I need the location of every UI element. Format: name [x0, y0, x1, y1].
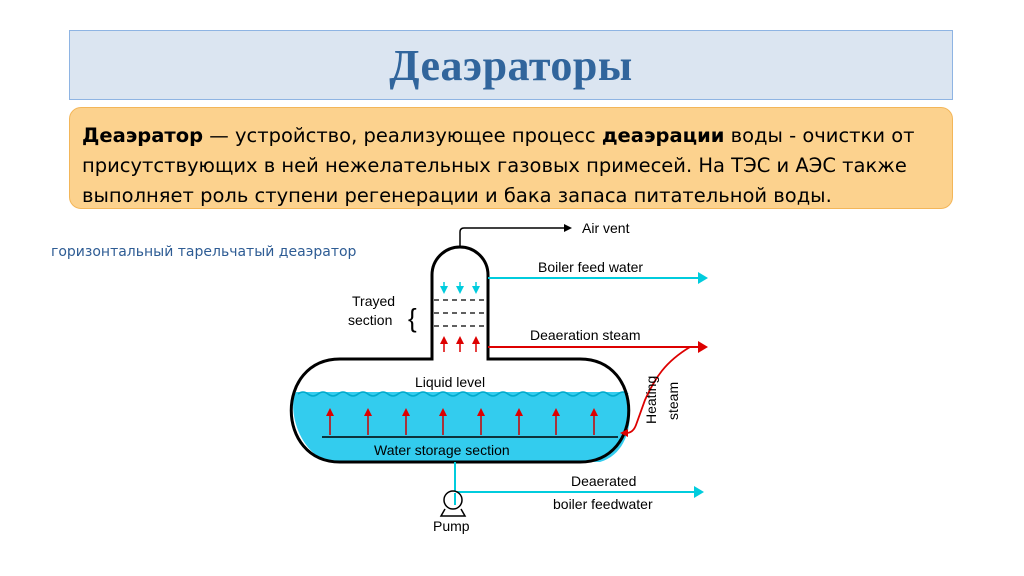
diagram-caption: горизонтальный тарельчатый деаэратор	[51, 244, 357, 260]
trayed-label-2: section	[348, 312, 392, 328]
liquid-level-label: Liquid level	[415, 374, 485, 390]
title-banner: Деаэраторы	[69, 30, 953, 100]
deaerated-label-1: Deaerated	[571, 473, 636, 489]
deaeration-steam-arrowhead	[698, 341, 708, 353]
water-storage-label: Water storage section	[374, 442, 510, 458]
definition-part1: — устройство, реализующее процесс	[203, 124, 602, 147]
definition-process: деаэрации	[601, 124, 725, 147]
heating-steam-pipe	[620, 346, 691, 437]
trayed-brace: {	[408, 303, 417, 333]
column-steam-arrows	[440, 336, 480, 352]
pump-icon	[443, 490, 463, 510]
page-title: Деаэраторы	[389, 40, 633, 90]
air-vent-label: Air vent	[582, 220, 630, 236]
pump-base	[439, 508, 467, 517]
definition-term: Деаэратор	[82, 124, 204, 147]
steam-label: steam	[665, 382, 681, 420]
water-surface	[297, 391, 629, 397]
deaeration-steam-label: Deaeration steam	[530, 327, 641, 343]
feed-water-label: Boiler feed water	[538, 259, 643, 275]
vessel-outline	[289, 245, 631, 464]
heating-arrows	[326, 408, 598, 435]
outlet-arrowhead	[694, 486, 704, 498]
deaerated-label-2: boiler feedwater	[553, 496, 653, 512]
pump-label: Pump	[433, 518, 470, 534]
heating-label: Heating	[643, 376, 659, 424]
air-vent-pipe	[459, 224, 572, 248]
definition-part2: воды - очистки от присутствующих в ней н…	[82, 124, 915, 207]
water-fill	[293, 392, 630, 462]
feed-water-arrowhead	[698, 272, 708, 284]
definition-box: Деаэратор — устройство, реализующее проц…	[69, 107, 953, 209]
spray-arrows	[440, 282, 480, 294]
trays	[434, 299, 486, 327]
trayed-label-1: Trayed	[352, 293, 395, 309]
